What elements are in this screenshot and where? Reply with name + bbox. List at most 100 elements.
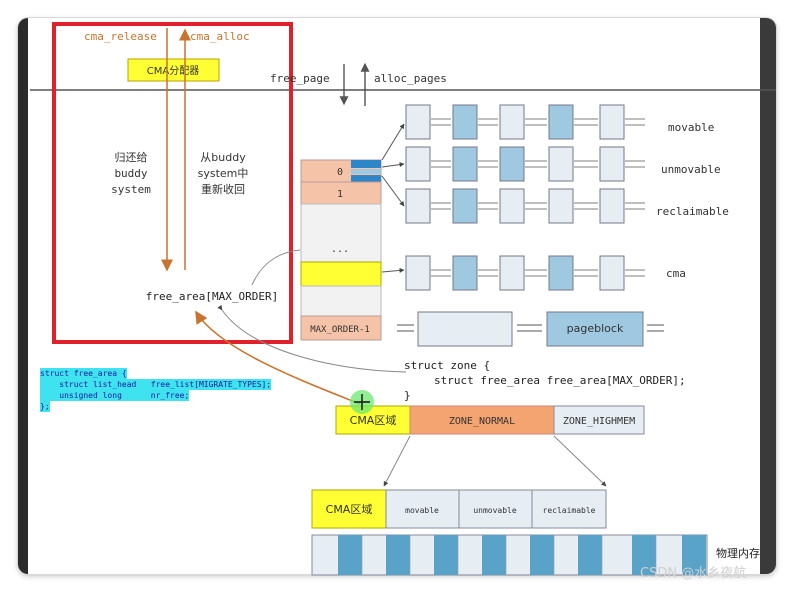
cma-alloc-label: cma_alloc	[190, 30, 250, 43]
memory-page	[578, 535, 602, 575]
alloc-pages-label: alloc_pages	[374, 72, 447, 85]
physical-memory-strip	[311, 534, 708, 576]
memory-page	[530, 535, 554, 575]
list-node	[548, 188, 574, 224]
zone-cma	[335, 405, 411, 435]
order-cell-max	[300, 315, 382, 341]
pageblock-label: pageblock	[567, 322, 624, 335]
memory-page	[682, 535, 706, 575]
max-order-block-empty	[417, 311, 513, 347]
order-column: 0 1 ... MAX_ORDER-1	[300, 159, 382, 341]
order-cell-gap	[300, 203, 382, 263]
memory-breakdown-row: CMA区域 movable unmovable reclaimable	[311, 489, 607, 529]
list-node	[499, 104, 525, 140]
list-links	[431, 160, 645, 168]
physical-memory-label: 物理内存	[716, 546, 760, 560]
max-order-links	[397, 324, 414, 332]
code-line-2: struct list_head free_list[MIGRATE_TYPES…	[40, 379, 272, 390]
memory-page	[632, 535, 656, 575]
zone-normal-label: ZONE_NORMAL	[449, 416, 515, 427]
watermark: CSDN @水乡夜航	[640, 566, 747, 581]
fan-arrow-unmovable	[381, 162, 405, 168]
reclaim-text-2: system中	[198, 167, 249, 180]
memory-page	[386, 535, 410, 575]
list-node	[405, 255, 431, 291]
list-node	[405, 104, 431, 140]
list-node	[405, 146, 431, 182]
struct-zone-connector	[217, 304, 407, 373]
list-node	[548, 104, 574, 140]
zone-highmem	[553, 405, 645, 435]
cma-allocator-label: CMA分配器	[147, 65, 199, 77]
list-node	[548, 255, 574, 291]
reclaim-text-3: 重新收回	[201, 182, 245, 196]
order-cell-blank	[300, 285, 382, 317]
memory-movable-label: movable	[405, 506, 439, 515]
struct-zone-line1: struct zone {	[404, 359, 490, 372]
left-frame-edge	[18, 18, 28, 574]
right-frame-edge	[760, 18, 776, 574]
fan-arrow-cma	[381, 267, 405, 273]
list-node	[499, 188, 525, 224]
order-cell-0-mark-3	[351, 175, 381, 182]
code-line-1: struct free_area {	[40, 368, 127, 379]
memory-cma-label: CMA区域	[326, 503, 373, 516]
list-row-movable	[405, 104, 645, 140]
list-row-unmovable	[405, 146, 645, 182]
free-area-struct-code: struct free_area { struct list_head free…	[40, 368, 290, 412]
return-text-1: 归还给	[115, 150, 148, 164]
list-row-cma	[405, 255, 645, 291]
zone-normal	[409, 405, 555, 435]
memory-page	[338, 535, 362, 575]
expand-line-right	[553, 435, 607, 487]
fan-arrow-movable	[381, 123, 405, 161]
list-label-unmovable: unmovable	[661, 163, 721, 176]
memory-reclaimable-label: reclaimable	[543, 506, 596, 515]
free-area-label: free_area[MAX_ORDER]	[146, 290, 278, 303]
cma-allocator-box	[127, 58, 220, 82]
list-node	[405, 188, 431, 224]
order-cell-max-label: MAX_ORDER-1	[310, 325, 370, 335]
memory-cma	[311, 489, 387, 529]
cma-release-label: cma_release	[84, 30, 157, 43]
memory-movable	[385, 489, 460, 529]
slide-canvas	[18, 18, 776, 574]
cma-to-free-area-arrow	[195, 310, 361, 405]
list-node	[599, 104, 625, 140]
struct-zone-line3: }	[404, 389, 411, 402]
list-node	[452, 146, 478, 182]
code-line-3: unsigned long nr_free;	[40, 390, 190, 401]
memory-unmovable	[458, 489, 533, 529]
list-label-cma: cma	[666, 267, 686, 280]
free-area-connector	[251, 249, 301, 286]
max-order-links-3	[647, 324, 664, 332]
order-cell-cma	[300, 261, 382, 287]
list-node	[452, 188, 478, 224]
memory-reclaimable	[531, 489, 607, 529]
list-links	[431, 118, 645, 126]
red-highlight-box	[52, 22, 293, 344]
reclaim-text-1: 从buddy	[200, 151, 246, 164]
fan-arrow-reclaimable	[381, 175, 405, 207]
list-node	[499, 146, 525, 182]
max-order-links-2	[517, 324, 542, 332]
struct-zone-line2: struct free_area free_area[MAX_ORDER];	[434, 374, 686, 387]
expand-line-left	[383, 435, 411, 487]
memory-page-dividers	[361, 535, 657, 575]
list-node	[599, 255, 625, 291]
list-node	[599, 188, 625, 224]
return-text-2: buddy	[114, 167, 147, 180]
list-links	[431, 202, 645, 210]
list-label-reclaimable: reclaimable	[656, 205, 729, 218]
memory-page	[434, 535, 458, 575]
zone-highmem-label: ZONE_HIGHMEM	[563, 416, 635, 427]
list-node	[452, 255, 478, 291]
list-node	[599, 146, 625, 182]
list-node	[452, 104, 478, 140]
memory-page	[482, 535, 506, 575]
order-cell-0-mark-1	[351, 160, 381, 168]
return-text-3: system	[111, 183, 151, 196]
zone-cma-label: CMA区域	[350, 414, 397, 427]
free-page-label: free_page	[270, 72, 330, 85]
list-label-movable: movable	[668, 121, 714, 134]
